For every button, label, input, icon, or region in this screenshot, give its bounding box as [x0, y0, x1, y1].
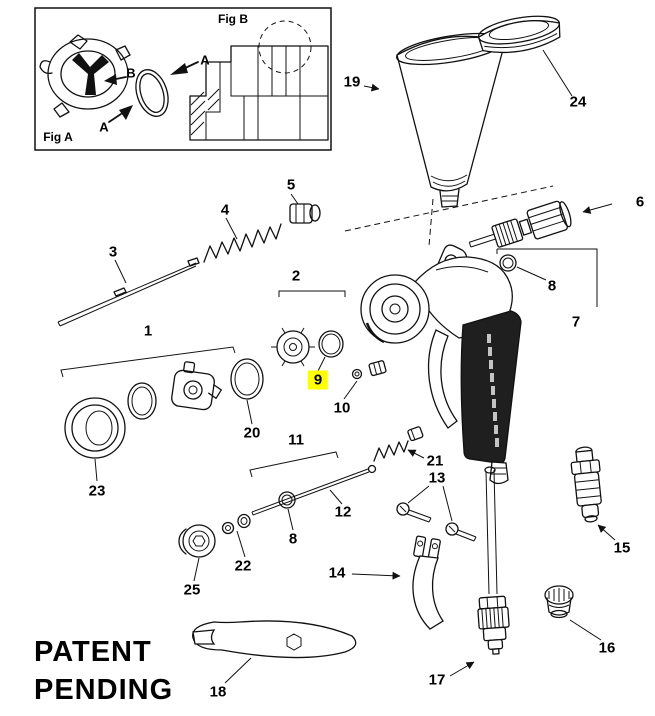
screws-13-drawing: [396, 502, 477, 542]
inset-arrow-a-bottom: [108, 105, 133, 123]
inset-arrow-b: [104, 74, 127, 85]
bracket-11: [249, 451, 339, 478]
gun-trigger: [427, 329, 458, 429]
inset-flange-drawing: [39, 34, 131, 118]
fitting-16-drawing: [544, 585, 574, 619]
inset-section-drawing: [189, 20, 329, 141]
ring-23-drawing: [64, 397, 126, 459]
cup-19-drawing: [395, 32, 507, 208]
oring-8-needle-drawing: [278, 491, 296, 509]
spring-21-drawing: [373, 426, 424, 462]
trigger-14-drawing: [412, 535, 444, 630]
fitting-15-drawing: [570, 446, 602, 523]
construction-lines: [344, 185, 554, 247]
parts-10-drawing: [351, 360, 387, 380]
lid-24-drawing: [477, 15, 561, 54]
ring-a-drawing: [127, 382, 157, 420]
spring-4-drawing: [203, 223, 282, 263]
knob-25-drawing: [178, 524, 216, 558]
valve-body-drawing: [171, 361, 222, 411]
fluid-tube-drawing: [484, 466, 498, 595]
wrench-18-drawing: [192, 620, 357, 659]
handle-brand-marks: [487, 334, 499, 447]
gun-handle: [460, 310, 522, 464]
bracket-2: [278, 290, 346, 297]
ring-20-drawing: [230, 358, 264, 400]
washers-22-drawing: [221, 513, 251, 535]
nozzle-5-drawing: [289, 203, 321, 224]
inset-figure: [34, 7, 332, 151]
bracket-1: [60, 346, 236, 378]
baffle-and-ring-9-drawing: [271, 327, 344, 367]
bracket-7: [496, 248, 598, 307]
valve-6-drawing: [468, 200, 572, 248]
needle-3-drawing: [57, 257, 200, 327]
oring-8-valve-drawing: [499, 254, 517, 272]
needle-12-drawing: [251, 464, 377, 516]
inset-arrow-a-top: [170, 61, 199, 75]
gun-body-drawing: [360, 244, 522, 485]
connector-17-drawing: [477, 595, 510, 655]
leader-lines: [94, 49, 616, 684]
inset-oring-drawing: [135, 69, 169, 117]
